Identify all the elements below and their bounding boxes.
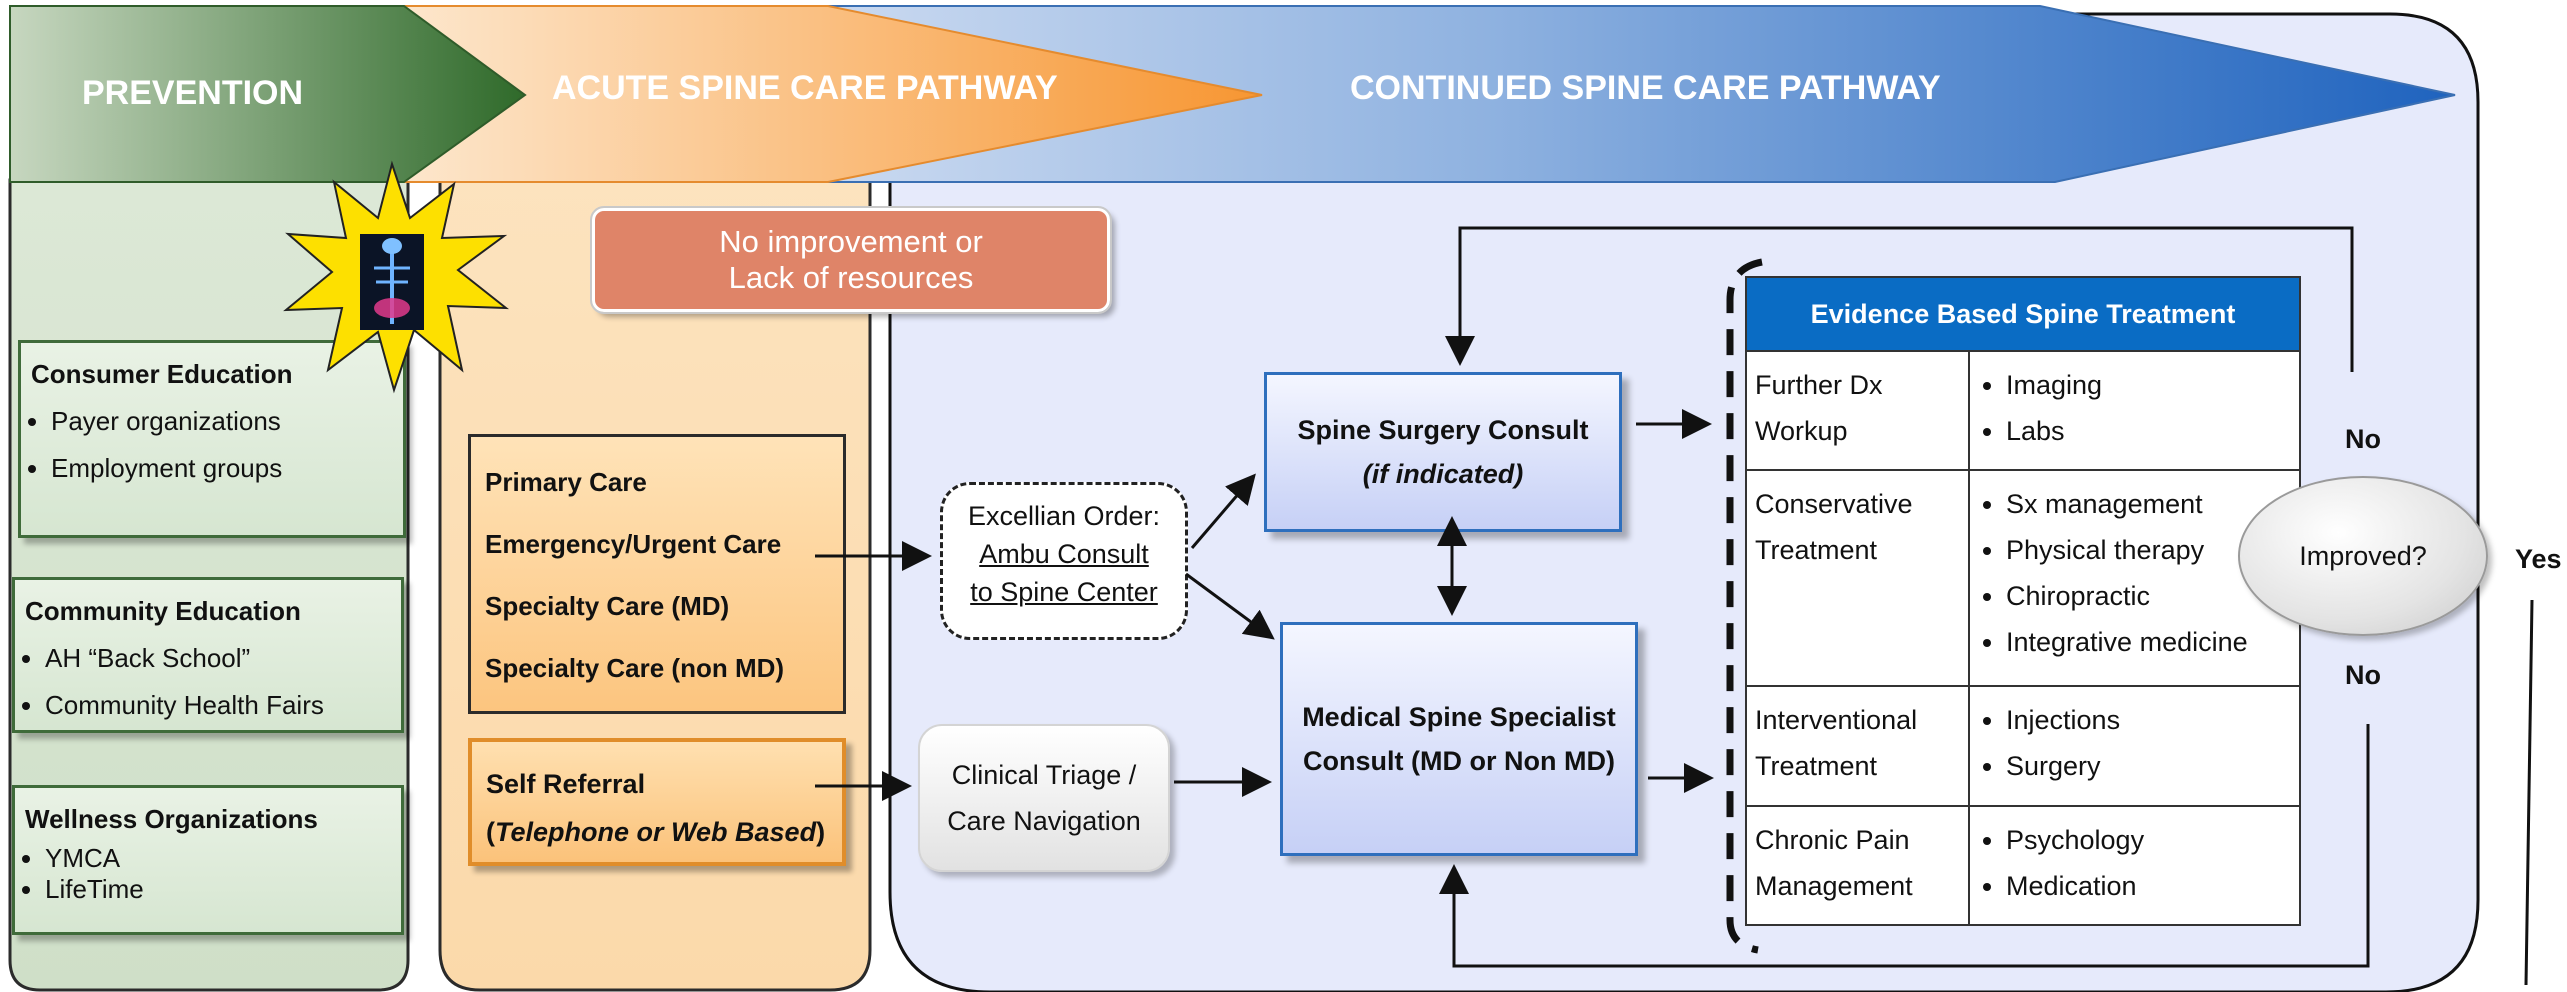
list-item: Imaging	[2006, 362, 2291, 408]
wellness-organizations-title: Wellness Organizations	[25, 804, 318, 834]
treatment-category: Chronic Pain Management	[1745, 804, 1970, 927]
spine-surgery-consult-title: Spine Surgery Consult	[1297, 415, 1589, 445]
paren-close: )	[816, 817, 826, 847]
care-type-emergency: Emergency/Urgent Care	[485, 529, 782, 559]
treatment-items: Injections Surgery	[1968, 685, 2301, 807]
excellian-order-link-line2: to Spine Center	[970, 577, 1158, 607]
community-education-box: Community Education AH “Back School” Com…	[12, 577, 404, 733]
treatment-category: Further Dx Workup	[1745, 349, 1970, 472]
excellian-order-link-line1: Ambu Consult	[979, 539, 1149, 569]
treatment-bracket	[1726, 258, 1763, 954]
list-item: Physical therapy	[2006, 527, 2291, 573]
spine-pain-burst-icon	[283, 160, 510, 394]
loop-bottom-no	[1439, 724, 2370, 968]
treatment-items: Imaging Labs	[1968, 349, 2301, 472]
improved-decision: Improved?	[2238, 476, 2488, 636]
no-improvement-box: No improvement or Lack of resources	[590, 206, 1112, 314]
list-item: LifeTime	[45, 874, 391, 905]
care-type-specialty-non-md: Specialty Care (non MD)	[485, 653, 785, 683]
continued-banner-label: CONTINUED SPINE CARE PATHWAY	[1350, 69, 1941, 107]
treatment-table-header: Evidence Based Spine Treatment	[1745, 276, 2301, 352]
self-referral-detail: (Telephone or Web Based)	[486, 808, 828, 856]
list-item: Medication	[2006, 863, 2291, 909]
clinical-triage-box: Clinical Triage / Care Navigation	[918, 724, 1170, 872]
spine-surgery-consult-subtitle: (if indicated)	[1362, 459, 1524, 489]
arrow-excellian-to-medical	[1185, 572, 1275, 640]
prevention-banner-label: PREVENTION	[82, 74, 304, 112]
paren-open: (	[486, 817, 495, 847]
treatment-category: Conservative Treatment	[1745, 469, 1970, 688]
self-referral-channel: Telephone or Web Based	[495, 817, 817, 847]
table-row: Chronic Pain Management Psychology Medic…	[1745, 804, 2301, 927]
spine-surgery-consult-box: Spine Surgery Consult (if indicated)	[1264, 372, 1622, 532]
consumer-education-title: Consumer Education	[31, 359, 293, 389]
prevention-banner	[9, 5, 527, 183]
excellian-order-title: Excellian Order:	[967, 501, 1161, 531]
arrow-excellian-to-surgery	[1190, 473, 1256, 549]
list-item: YMCA	[45, 843, 391, 874]
treatment-category: Interventional Treatment	[1745, 685, 1970, 807]
list-item: Employment groups	[51, 445, 393, 492]
loop-top-no	[1445, 226, 2354, 372]
list-item: Surgery	[2006, 743, 2291, 789]
treatment-items: Psychology Medication	[1968, 804, 2301, 927]
list-item: Payer organizations	[51, 398, 393, 445]
medical-spine-specialist-box: Medical Spine Specialist Consult (MD or …	[1280, 622, 1638, 856]
list-item: AH “Back School”	[45, 635, 391, 682]
list-item: Sx management	[2006, 481, 2291, 527]
no-label-bottom: No	[2345, 660, 2381, 690]
care-type-specialty-md: Specialty Care (MD)	[485, 591, 730, 621]
self-referral-box: Self Referral (Telephone or Web Based)	[468, 738, 846, 866]
wellness-organizations-box: Wellness Organizations YMCA LifeTime	[12, 785, 404, 935]
self-referral-title: Self Referral	[486, 769, 646, 799]
list-item: Integrative medicine	[2006, 619, 2291, 665]
yes-line	[2524, 599, 2534, 986]
consumer-education-box: Consumer Education Payer organizations E…	[18, 340, 406, 538]
care-type-primary: Primary Care	[485, 467, 647, 497]
excellian-order-box: Excellian Order: Ambu Consult to Spine C…	[940, 482, 1188, 640]
list-item: Chiropractic	[2006, 573, 2291, 619]
acute-banner-label: ACUTE SPINE CARE PATHWAY	[552, 69, 1058, 107]
table-row: Conservative Treatment Sx management Phy…	[1745, 469, 2301, 688]
care-types-box: Primary Care Emergency/Urgent Care Speci…	[468, 434, 846, 714]
list-item: Psychology	[2006, 817, 2291, 863]
table-row: Interventional Treatment Injections Surg…	[1745, 685, 2301, 807]
no-label-top: No	[2345, 424, 2381, 454]
table-row: Further Dx Workup Imaging Labs	[1745, 349, 2301, 472]
list-item: Community Health Fairs	[45, 682, 391, 729]
list-item: Injections	[2006, 697, 2291, 743]
community-education-title: Community Education	[25, 596, 301, 626]
yes-label: Yes	[2515, 544, 2562, 574]
list-item: Labs	[2006, 408, 2291, 454]
treatment-table: Evidence Based Spine Treatment Further D…	[1745, 276, 2301, 927]
